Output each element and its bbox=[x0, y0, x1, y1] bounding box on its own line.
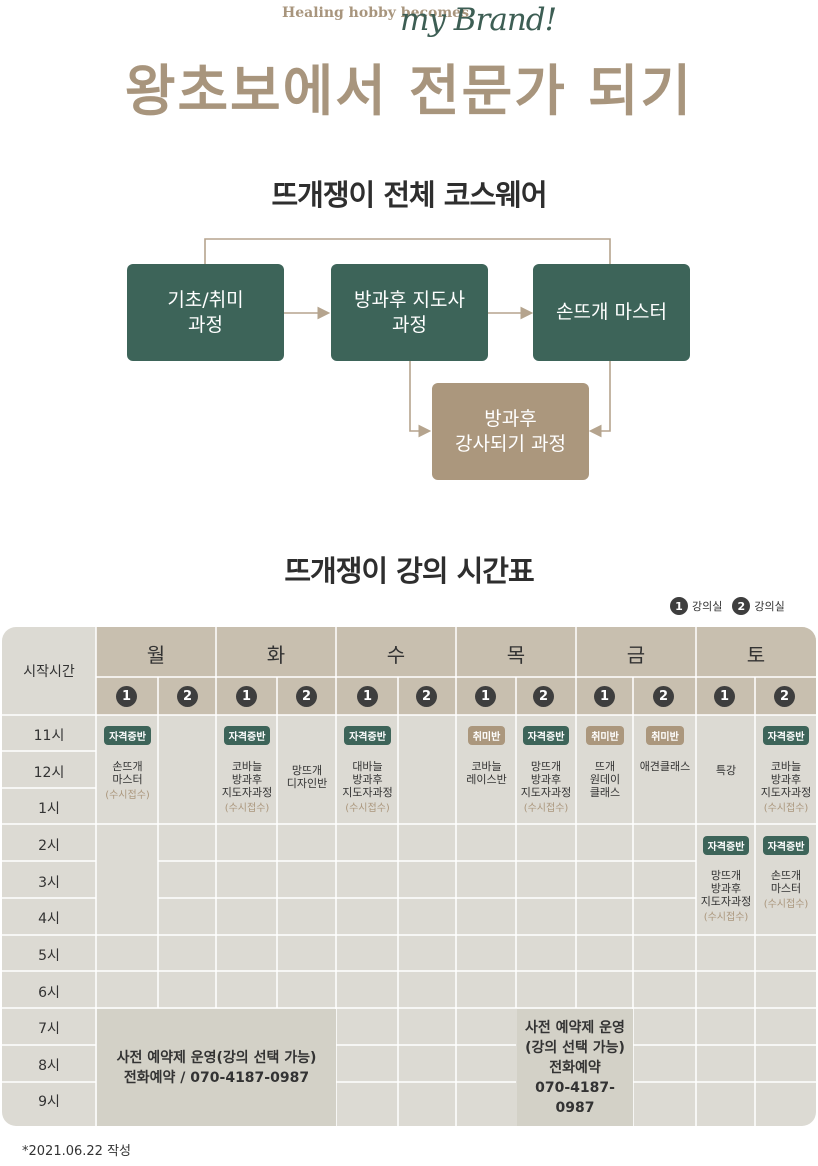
room-number: 1 bbox=[357, 686, 378, 707]
class-note: (수시접수) bbox=[345, 803, 390, 814]
course-box-basic: 기초/취미 과정 bbox=[127, 264, 284, 361]
timetable-grid bbox=[2, 627, 816, 1126]
class-title: 뜨개 원데이 클래스 bbox=[589, 760, 621, 799]
room-number: 2 bbox=[177, 686, 198, 707]
course-box-master: 손뜨개 마스터 bbox=[533, 264, 690, 361]
class-title: 망뜨개 디자인반 bbox=[286, 764, 328, 790]
room-number: 1 bbox=[594, 686, 615, 707]
brand-script: my Brand! bbox=[400, 2, 557, 38]
legend-room2-label: 강의실 bbox=[754, 600, 785, 613]
timetable-title: 뜨개쟁이 강의 시간표 bbox=[284, 554, 534, 588]
day-tue: 화 bbox=[266, 643, 286, 667]
class-thu-room2: 자격증반 망뜨개 방과후 지도자과정 (수시접수) bbox=[517, 725, 575, 814]
badge-hobby: 취미반 bbox=[586, 726, 624, 745]
room-number: 1 bbox=[116, 686, 137, 707]
flow-connectors bbox=[204, 238, 611, 438]
evening-note-right: 사전 예약제 운영 (강의 선택 가능) 전화예약 070-4187-0987 bbox=[517, 1009, 633, 1126]
time-8: 8시 bbox=[38, 1058, 60, 1074]
room-number: 2 bbox=[296, 686, 317, 707]
class-thu-room1: 취미반 코바늘 레이스반 bbox=[457, 725, 516, 786]
room-number: 1 bbox=[236, 686, 257, 707]
arrow-master-to-instructor bbox=[588, 361, 611, 438]
class-tue-room1: 자격증반 코바늘 방과후 지도자과정 (수시접수) bbox=[217, 725, 277, 814]
day-fri: 금 bbox=[626, 643, 646, 667]
time-3: 3시 bbox=[38, 875, 60, 891]
class-fri-room2: 취미반 애견클래스 bbox=[634, 725, 696, 773]
class-title: 코바늘 레이스반 bbox=[466, 760, 507, 786]
class-note: (수시접수) bbox=[224, 803, 270, 814]
time-7: 7시 bbox=[38, 1021, 60, 1037]
class-tue-room2: 망뜨개 디자인반 bbox=[278, 764, 336, 790]
class-sat-room1-special: 특강 bbox=[697, 764, 755, 777]
class-title: 망뜨개 방과후 지도자과정 bbox=[520, 760, 572, 799]
class-sat-room1-pm: 자격증반 망뜨개 방과후 지도자과정 (수시접수) bbox=[697, 835, 755, 923]
room-number: 1 bbox=[475, 686, 496, 707]
class-fri-room1: 취미반 뜨개 원데이 클래스 bbox=[577, 725, 633, 799]
badge-certificate: 자격증반 bbox=[702, 836, 750, 855]
legend-room2-number: 2 bbox=[732, 597, 751, 615]
badge-certificate: 자격증반 bbox=[344, 726, 391, 745]
badge-certificate: 자격증반 bbox=[104, 726, 151, 745]
class-note: (수시접수) bbox=[703, 912, 749, 923]
class-mon-room1: 자격증반 손뜨개 마스터 (수시접수) bbox=[97, 725, 158, 801]
class-title: 대바늘 방과후 지도자과정 bbox=[342, 760, 393, 799]
legend-room1-number: 1 bbox=[670, 597, 688, 615]
main-title: 왕초보에서 전문가 되기 bbox=[124, 59, 694, 123]
time-9: 9시 bbox=[38, 1094, 60, 1110]
timetable: 사전 예약제 운영(강의 선택 가능) 전화예약 / 070-4187-0987… bbox=[2, 627, 816, 1126]
time-2: 2시 bbox=[38, 838, 60, 854]
day-thu: 목 bbox=[506, 643, 526, 667]
room-number: 2 bbox=[774, 686, 795, 707]
time-11: 11시 bbox=[33, 728, 65, 744]
class-note: (수시접수) bbox=[105, 790, 150, 801]
evening-note-left-text: 사전 예약제 운영(강의 선택 가능) 전화예약 / 070-4187-0987 bbox=[116, 1049, 317, 1086]
tagline: Healing hobby becomes bbox=[282, 5, 469, 21]
class-title: 손뜨개 마스터 bbox=[770, 869, 802, 895]
badge-hobby: 취미반 bbox=[646, 726, 684, 745]
class-sat-room2-am: 자격증반 코바늘 방과후 지도자과정 (수시접수) bbox=[756, 725, 816, 814]
class-note: (수시접수) bbox=[523, 803, 569, 814]
class-title: 코바늘 방과후 지도자과정 bbox=[221, 760, 273, 799]
class-wed-room1: 자격증반 대바늘 방과후 지도자과정 (수시접수) bbox=[337, 725, 398, 814]
class-title: 망뜨개 방과후 지도자과정 bbox=[700, 869, 752, 908]
badge-certificate: 자격증반 bbox=[762, 726, 810, 745]
room-number: 2 bbox=[416, 686, 437, 707]
day-sat: 토 bbox=[746, 643, 766, 667]
class-title: 특강 bbox=[715, 764, 737, 777]
arrow-afterschool-to-instructor bbox=[409, 361, 432, 438]
room-number: 2 bbox=[533, 686, 554, 707]
course-box-instructor: 방과후 강사되기 과정 bbox=[432, 383, 589, 480]
time-12: 12시 bbox=[33, 765, 65, 781]
time-4: 4시 bbox=[38, 911, 60, 927]
time-6: 6시 bbox=[38, 985, 60, 1001]
room-number: 1 bbox=[714, 686, 735, 707]
class-title: 코바늘 방과후 지도자과정 bbox=[760, 760, 812, 799]
badge-certificate: 자격증반 bbox=[522, 726, 570, 745]
start-time-header: 시작시간 bbox=[23, 664, 75, 680]
class-note: (수시접수) bbox=[763, 899, 809, 910]
badge-hobby: 취미반 bbox=[467, 726, 506, 745]
class-title: 애견클래스 bbox=[639, 760, 691, 773]
connector-top-loop bbox=[204, 238, 611, 264]
day-mon: 월 bbox=[146, 643, 166, 667]
time-5: 5시 bbox=[38, 948, 60, 964]
badge-certificate: 자격증반 bbox=[762, 836, 810, 855]
day-wed: 수 bbox=[386, 643, 406, 667]
badge-certificate: 자격증반 bbox=[223, 726, 271, 745]
footnote: *2021.06.22 작성 bbox=[22, 1144, 131, 1159]
room-legend: 1 강의실 2 강의실 bbox=[670, 597, 785, 615]
class-title: 손뜨개 마스터 bbox=[112, 760, 143, 786]
evening-note-right-text: 사전 예약제 운영 (강의 선택 가능) 전화예약 070-4187-0987 bbox=[525, 1019, 625, 1116]
class-note: (수시접수) bbox=[763, 803, 809, 814]
course-box-afterschool: 방과후 지도사 과정 bbox=[331, 264, 488, 361]
evening-note-left: 사전 예약제 운영(강의 선택 가능) 전화예약 / 070-4187-0987 bbox=[97, 1009, 336, 1126]
flow-title: 뜨개쟁이 전체 코스웨어 bbox=[271, 178, 548, 212]
legend-room1-label: 강의실 bbox=[692, 600, 723, 613]
room-number: 2 bbox=[653, 686, 674, 707]
class-sat-room2-pm: 자격증반 손뜨개 마스터 (수시접수) bbox=[756, 835, 816, 910]
time-1: 1시 bbox=[38, 801, 60, 817]
